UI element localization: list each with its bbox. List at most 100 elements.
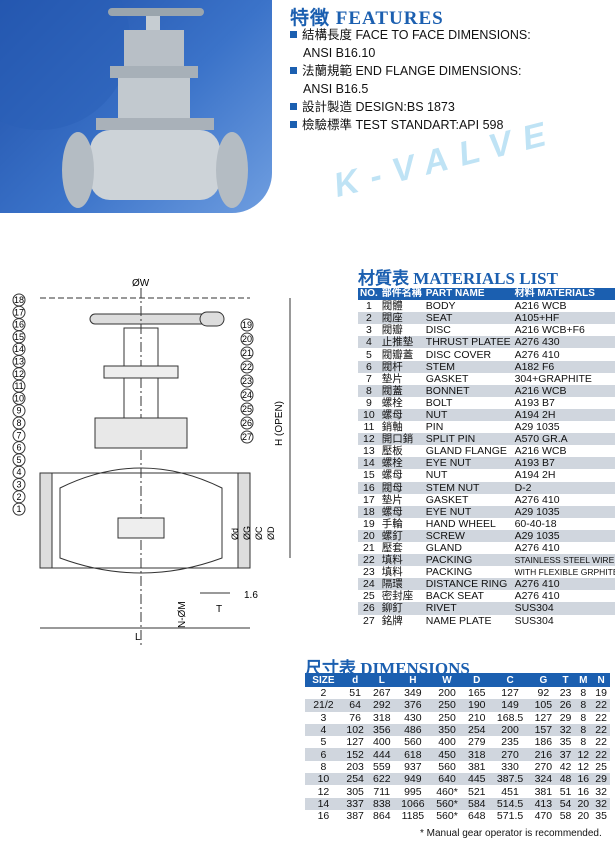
dim-cell: 254: [463, 723, 491, 737]
cell-en: GLAND: [425, 542, 462, 555]
cell-no: 4: [358, 336, 380, 349]
cell-cn: 墊片: [381, 493, 403, 506]
dim-cell: 864: [373, 810, 391, 823]
dim-cell: 14: [305, 797, 342, 810]
features-title: 特徴 FEATURES: [290, 8, 444, 29]
callout-label: 11: [14, 381, 23, 391]
dim-cell: 22: [592, 699, 610, 712]
dim-cell: 560: [404, 736, 422, 749]
callout-label: 15: [14, 332, 24, 342]
dim-cell: 35: [595, 810, 607, 823]
callout-label: 14: [14, 344, 24, 354]
callout-circle: [240, 332, 254, 346]
dim-cell: 250: [438, 711, 456, 724]
callout-label: 17: [14, 307, 24, 317]
cell-cn: 銷軸: [381, 421, 403, 434]
cell-no: 23: [363, 566, 375, 579]
dim-cell: 92: [537, 687, 550, 700]
dim-cell: 35: [559, 736, 572, 749]
feature-label: 設計製造 DESIGN:BS 1873: [302, 100, 455, 114]
cell-no: 20: [358, 529, 380, 542]
dim-cell: 292: [368, 699, 396, 712]
dim-cell: 584: [463, 797, 491, 810]
cell-mat: SUS304: [512, 602, 615, 615]
cell-mat: A29 1035: [512, 505, 615, 518]
dim-cell: 571.5: [496, 810, 524, 823]
cell-cn: 開口銷: [379, 433, 424, 446]
cell-no: 15: [363, 469, 375, 482]
cell-en: NUT: [423, 408, 513, 422]
cell-mat: A194 2H: [514, 469, 556, 482]
dim-od-small: Ød: [230, 528, 240, 540]
dim-cell: 12: [317, 785, 330, 798]
cell-cn: 閥瓣蓋: [381, 348, 414, 361]
dim-cell: 149: [490, 699, 531, 712]
cell-no: 10: [358, 408, 380, 422]
dim-cell: 2: [320, 687, 327, 700]
cell-mat: SUS304: [514, 614, 554, 627]
callout-label: 26: [242, 418, 252, 428]
callout-label: 9: [16, 406, 21, 416]
feature-label: 檢驗標準 TEST STANDART:API 598: [302, 118, 504, 132]
callout-circle: [240, 374, 254, 388]
cell-en: DISC: [425, 324, 451, 337]
dim-cell: 318: [373, 711, 391, 724]
dim-cell: 22: [592, 723, 610, 737]
cell-en: STEM NUT: [423, 481, 513, 494]
dim-cell: 387.5: [490, 773, 531, 786]
cell-mat: STAINLESS STEEL WIRE: [512, 554, 615, 567]
dim-cell: 460*: [436, 785, 458, 798]
col-materials: 材料 MATERIALS: [512, 288, 615, 301]
cell-cn: 墊片: [381, 372, 403, 385]
dim-cell: 64: [341, 699, 369, 712]
dim-col-header: D: [463, 673, 491, 687]
callout-label: 10: [14, 393, 24, 403]
dim-col-header: H: [395, 673, 431, 687]
dim-cell: 430: [404, 711, 422, 724]
dim-cell: 279: [468, 736, 486, 749]
dim-cell: 560: [438, 760, 456, 773]
dim-cell: 324: [530, 773, 557, 786]
dim-cell: 400: [373, 736, 391, 749]
materials-header-row: NO. 部件名稱 PART NAME 材料 MATERIALS: [358, 288, 615, 301]
dim-cell: 560*: [430, 797, 464, 810]
dim-col-header: T: [556, 673, 575, 687]
cell-no: 6: [358, 360, 380, 373]
dim-cell: 337: [341, 797, 369, 810]
feature-item-4: 檢驗標準 TEST STANDART:API 598: [290, 116, 503, 134]
dim-cell: 350: [430, 723, 464, 737]
dim-cell: 23: [559, 687, 572, 700]
cell-mat: A276 410: [514, 348, 560, 361]
cell-en: SPLIT PIN: [423, 433, 513, 446]
cell-no: 17: [363, 493, 375, 506]
cell-no: 18: [358, 505, 380, 518]
cell-en: GLAND FLANGE: [425, 445, 507, 458]
feature-label: 結構長度 FACE TO FACE DIMENSIONS:: [302, 28, 531, 42]
callout-circle: [12, 502, 26, 516]
feature-item-2: 法蘭規範 END FLANGE DIMENSIONS:: [290, 62, 521, 80]
cell-en: BODY: [425, 300, 456, 313]
cell-mat: A276 410: [514, 542, 560, 555]
dim-cell: 250: [430, 699, 464, 712]
dim-cell: 102: [341, 723, 369, 737]
dim-cell: 76: [349, 711, 361, 724]
cell-no: 2: [358, 312, 380, 325]
dim-cell: 8: [580, 687, 587, 700]
callout-label: 2: [16, 492, 21, 502]
dim-cell: 8: [574, 699, 593, 712]
callout-label: 16: [14, 320, 24, 330]
cell-cn: 壓套: [381, 542, 403, 555]
